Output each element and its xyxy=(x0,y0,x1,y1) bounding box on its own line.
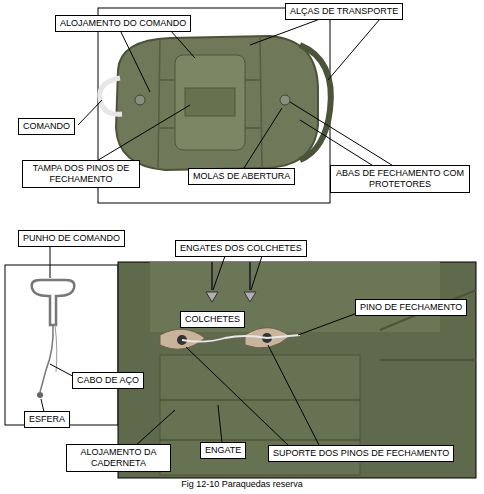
reserve-pack-detail xyxy=(150,262,476,475)
part-label: COLCHETES xyxy=(185,314,240,325)
callout-box: SUPORTE DOS PINOS DE FECHAMENTO xyxy=(268,445,454,462)
pack-flap xyxy=(175,55,245,150)
leader-line xyxy=(328,19,380,80)
leader-line xyxy=(218,405,222,443)
part-label: MOLAS DE ABERTURA xyxy=(193,171,290,182)
pack-seam xyxy=(160,400,360,440)
callout-box: COLCHETES xyxy=(180,311,245,328)
pack-body xyxy=(116,36,318,170)
part-label: COMANDO xyxy=(23,121,70,132)
callout-box: CABO DE AÇO xyxy=(72,372,144,389)
callout-box: ALOJAMENTO DO COMANDO xyxy=(55,15,191,32)
closing-pin xyxy=(182,335,300,342)
part-label: CABO DE AÇO xyxy=(77,375,139,386)
callout-box: ENGATE xyxy=(200,442,246,459)
photo-frame xyxy=(118,262,476,478)
leader-line xyxy=(78,100,102,125)
part-label: PUNHO DE COMANDO xyxy=(23,233,120,244)
callout-box: PINO DE FECHAMENTO xyxy=(355,299,467,316)
ripcord-handle xyxy=(100,78,122,114)
part-label: ABAS DE FECHAMENTO COM PROTETORES xyxy=(335,168,465,190)
part-label: ESFERA xyxy=(29,414,65,425)
snap-hook xyxy=(206,292,256,302)
handle-grip xyxy=(32,280,75,325)
leader-line xyxy=(170,30,195,58)
pack-flap xyxy=(150,262,440,332)
part-label: ALÇAS DE TRANSPORTE xyxy=(290,6,398,17)
pack-seam xyxy=(158,38,262,168)
callout-box: ESFERA xyxy=(24,411,70,428)
part-label: ENGATES DOS COLCHETES xyxy=(180,243,302,254)
steel-cable xyxy=(40,325,53,392)
part-label: ALOJAMENTO DA CADERNETA xyxy=(71,447,166,469)
leader-line xyxy=(50,247,51,278)
part-label: ALOJAMENTO DO COMANDO xyxy=(60,18,186,29)
opening-spring xyxy=(135,95,145,105)
callout-box: ABAS DE FECHAMENTO COM PROTETORES xyxy=(330,165,470,193)
leader-line xyxy=(290,102,395,167)
pin-support xyxy=(160,329,205,349)
leader-line xyxy=(135,410,175,446)
pin-cover xyxy=(185,88,235,116)
leader-line xyxy=(95,105,190,162)
leader-line xyxy=(186,347,290,447)
callout-box: ENGATES DOS COLCHETES xyxy=(175,240,307,257)
leader-line xyxy=(300,120,375,167)
leader-line xyxy=(213,256,225,290)
figure-caption: Fig 12-10 Paraquedas reserva xyxy=(0,479,484,489)
callout-box: PUNHO DE COMANDO xyxy=(18,230,125,247)
part-label: ENGATE xyxy=(205,445,241,456)
callout-box: ALOJAMENTO DA CADERNETA xyxy=(66,444,171,472)
callout-box: COMANDO xyxy=(18,118,75,135)
part-label: SUPORTE DOS PINOS DE FECHAMENTO xyxy=(273,448,449,459)
leader-line xyxy=(120,30,150,92)
leader-line xyxy=(251,256,262,290)
part-label: PINO DE FECHAMENTO xyxy=(360,302,462,313)
leader-line xyxy=(244,108,282,168)
leader-line xyxy=(298,312,360,335)
callout-box: ALÇAS DE TRANSPORTE xyxy=(285,3,403,20)
ball-end xyxy=(37,392,43,398)
callout-box: MOLAS DE ABERTURA xyxy=(188,168,295,185)
leader-line xyxy=(250,19,320,45)
photo-frame xyxy=(5,265,118,425)
leader-line xyxy=(268,345,320,447)
carry-strap xyxy=(300,45,331,160)
ripcord-handle-icon xyxy=(32,280,75,398)
callout-box: TAMPA DOS PINOS DE FECHAMENTO xyxy=(22,160,140,188)
reserve-pack-top xyxy=(100,36,331,170)
opening-spring xyxy=(280,95,290,105)
steel-cable xyxy=(55,325,57,372)
part-label: TAMPA DOS PINOS DE FECHAMENTO xyxy=(27,163,135,185)
